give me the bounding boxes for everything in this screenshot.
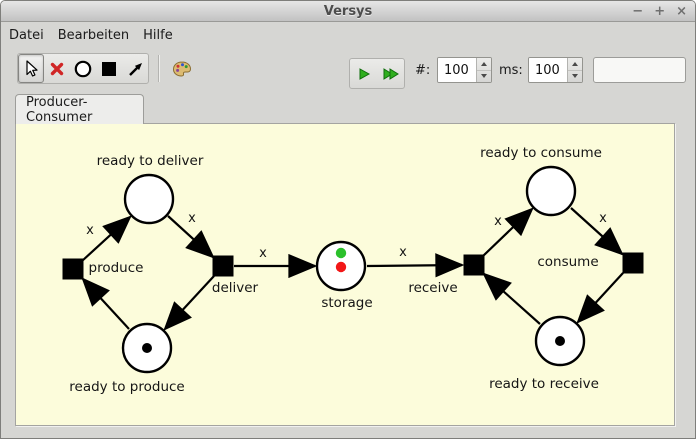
arc-ready-to-consume-to-consume[interactable] [570, 207, 624, 256]
edit-tool-group [17, 53, 149, 84]
place-label-ready-to-deliver: ready to deliver [97, 153, 204, 169]
spin-down-icon[interactable] [477, 71, 491, 83]
arc-consume-to-ready-to-receive[interactable] [576, 272, 624, 324]
menu-bearbeiten[interactable]: Bearbeiten [57, 27, 130, 43]
maximize-icon[interactable]: + [654, 4, 666, 19]
token-red [335, 261, 347, 273]
token-green [335, 247, 347, 259]
transition-receive[interactable] [463, 254, 485, 276]
tab-label: Producer-Consumer [26, 94, 93, 125]
transition-tool-button[interactable] [96, 54, 122, 83]
place-ready-to-deliver[interactable] [123, 173, 175, 225]
arc-inscription: x [86, 223, 94, 238]
tab-producer-consumer[interactable]: Producer-Consumer [15, 94, 144, 125]
transition-label-deliver: deliver [212, 280, 259, 296]
play-icon [359, 67, 370, 80]
menubar: Datei Bearbeiten Hilfe [1, 22, 695, 48]
palette-icon [172, 61, 192, 77]
token-black [555, 336, 565, 346]
minimize-icon[interactable]: − [632, 4, 644, 19]
token-black [142, 343, 152, 353]
transition-square-icon [102, 61, 116, 76]
interval-spinbox [528, 57, 583, 83]
place-label-ready-to-produce: ready to produce [69, 379, 184, 395]
arc-inscription: x [259, 246, 267, 261]
window-title: Versys [323, 4, 373, 19]
arc-ready-to-produce-to-produce[interactable] [81, 277, 130, 330]
simulation-button-group [349, 58, 405, 89]
place-label-ready-to-receive: ready to receive [489, 376, 599, 392]
arc-tool-button[interactable] [122, 54, 148, 83]
close-icon[interactable]: × [676, 4, 687, 19]
place-circle-icon [74, 60, 92, 77]
interval-input[interactable] [529, 58, 567, 82]
menu-datei[interactable]: Datei [9, 27, 44, 43]
place-tool-button[interactable] [70, 54, 96, 83]
steps-spinbox [437, 57, 492, 83]
petri-net-canvas[interactable]: x x x x x x [15, 123, 675, 426]
pointer-icon [26, 60, 38, 77]
arc-inscription: x [494, 214, 502, 229]
arc-inscription: x [188, 211, 196, 226]
spin-up-icon[interactable] [477, 58, 491, 71]
place-label-storage: storage [321, 295, 372, 311]
arc-inscription: x [399, 245, 407, 260]
menu-hilfe[interactable]: Hilfe [143, 27, 173, 43]
arc-storage-to-receive[interactable] [366, 253, 465, 278]
interval-label: ms: [499, 63, 523, 78]
arc-produce-to-ready-to-deliver[interactable] [81, 215, 132, 262]
steps-label: #: [415, 63, 431, 78]
arc-deliver-to-ready-to-produce[interactable] [163, 275, 215, 331]
palette-tool-button[interactable] [168, 54, 196, 84]
transition-consume[interactable] [622, 252, 644, 274]
run-button[interactable] [377, 59, 404, 88]
pointer-tool-button[interactable] [18, 54, 44, 83]
place-ready-to-consume[interactable] [525, 165, 577, 217]
arc-ready-to-receive-to-receive[interactable] [482, 272, 541, 325]
step-button[interactable] [350, 59, 377, 88]
delete-x-icon [50, 62, 64, 75]
window-controls: − + × [632, 1, 687, 22]
transition-label-consume: consume [537, 254, 598, 270]
toolbar: #: ms: [1, 48, 695, 93]
delete-tool-button[interactable] [44, 54, 70, 83]
transition-label-receive: receive [408, 280, 457, 296]
arc-receive-to-ready-to-consume[interactable] [482, 207, 534, 257]
arc-ready-to-deliver-to-deliver[interactable] [167, 215, 215, 259]
spin-up-icon[interactable] [568, 58, 582, 71]
fast-forward-icon [383, 67, 399, 80]
titlebar[interactable]: Versys − + × [1, 1, 695, 22]
status-entry[interactable] [593, 57, 686, 83]
arc-arrow-icon [129, 62, 142, 76]
petri-net-drawing: x x x x x x [62, 145, 644, 395]
spin-down-icon[interactable] [568, 71, 582, 83]
interval-spin-arrows [567, 58, 582, 82]
notebook: Producer-Consumer [1, 93, 695, 438]
steps-input[interactable] [438, 58, 476, 82]
arc-inscription: x [599, 211, 607, 226]
transition-produce[interactable] [62, 258, 84, 280]
place-label-ready-to-consume: ready to consume [480, 145, 602, 161]
steps-spin-arrows [476, 58, 491, 82]
toolbar-separator [158, 55, 159, 82]
transition-label-produce: produce [89, 260, 144, 276]
transition-deliver[interactable] [212, 255, 234, 277]
